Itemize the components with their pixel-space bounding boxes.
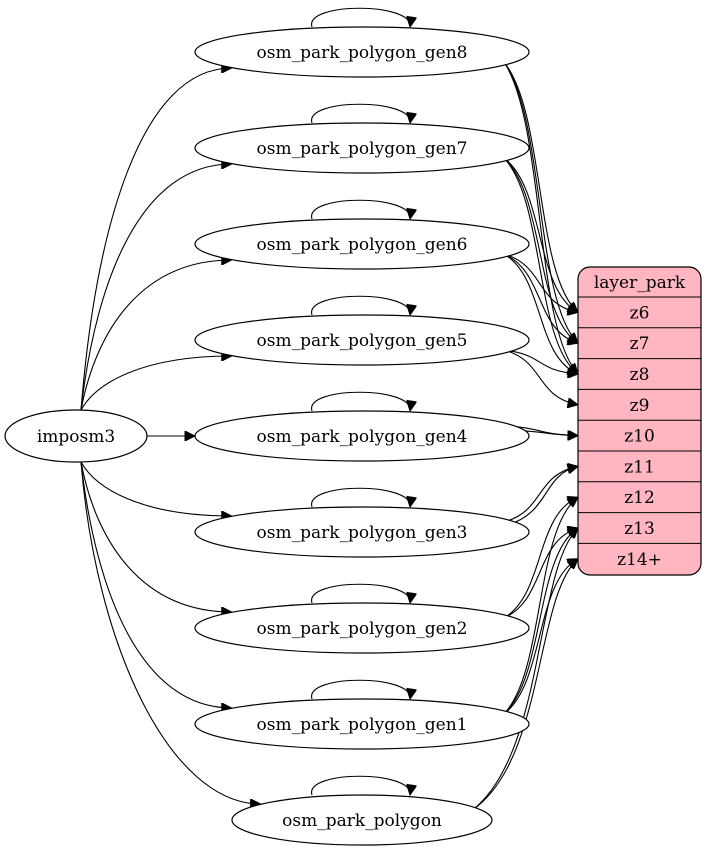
table-node-gen7[interactable]: osm_park_polygon_gen7 bbox=[194, 122, 530, 174]
source-node-label: imposm3 bbox=[37, 427, 115, 447]
layer-field-z8[interactable]: z8 bbox=[630, 365, 650, 385]
layer-field-z7[interactable]: z7 bbox=[630, 334, 650, 354]
table-node-label: osm_park_polygon_gen5 bbox=[257, 331, 468, 351]
self-loop-gen5 bbox=[311, 295, 411, 315]
layer-edges bbox=[472, 61, 579, 811]
edge-gen7-to-z6 bbox=[503, 157, 578, 312]
edge-gen2-to-z12 bbox=[503, 497, 578, 619]
self-loop-gen6 bbox=[311, 199, 411, 219]
table-nodes: osm_park_polygon_gen8 osm_park_polygon_g… bbox=[194, 26, 530, 846]
edge-gen5-to-z9 bbox=[503, 349, 578, 405]
edge-imposm3-to-gen5 bbox=[80, 356, 232, 411]
edge-gen8-to-z8 bbox=[503, 61, 578, 374]
table-node-shape bbox=[194, 26, 530, 78]
edge-base-to-z14plus bbox=[472, 559, 579, 811]
table-node-shape bbox=[194, 122, 530, 174]
table-node-shape bbox=[194, 314, 530, 366]
self-loop-gen1 bbox=[311, 679, 411, 699]
edge-imposm3-to-gen8 bbox=[80, 68, 232, 411]
self-loop-base bbox=[311, 775, 411, 795]
self-loop-gen4 bbox=[311, 391, 411, 411]
edge-gen3-to-z11 bbox=[503, 466, 578, 527]
layer-title: layer_park bbox=[594, 273, 686, 293]
edge-gen1-to-z12 bbox=[503, 497, 578, 715]
source-node-shape bbox=[4, 409, 148, 463]
layer-field-z12[interactable]: z12 bbox=[624, 488, 655, 508]
layer-field-z14plus[interactable]: z14+ bbox=[617, 550, 662, 570]
table-node-shape bbox=[194, 218, 530, 270]
source-edges bbox=[80, 68, 261, 804]
edge-gen6-to-z7 bbox=[503, 253, 578, 343]
edge-imposm3-to-gen6 bbox=[80, 260, 232, 411]
self-loop-gen2 bbox=[311, 583, 411, 603]
table-node-label: osm_park_polygon_gen4 bbox=[257, 427, 468, 447]
edge-gen6-to-z6 bbox=[503, 253, 578, 312]
table-node-gen3[interactable]: osm_park_polygon_gen3 bbox=[194, 506, 530, 558]
layer-field-z13[interactable]: z13 bbox=[624, 519, 655, 539]
layer-field-z10[interactable]: z10 bbox=[624, 427, 655, 447]
table-node-label: osm_park_polygon bbox=[282, 811, 442, 831]
table-node-label: osm_park_polygon_gen6 bbox=[257, 235, 468, 255]
edge-gen8-to-z7 bbox=[503, 61, 578, 343]
edge-gen5-to-z8 bbox=[503, 349, 578, 374]
self-loop-edges bbox=[311, 7, 411, 795]
source-node-imposm3[interactable]: imposm3 bbox=[4, 409, 148, 463]
table-node-shape bbox=[194, 698, 530, 750]
layer-field-z11[interactable]: z11 bbox=[624, 457, 655, 477]
table-node-gen5[interactable]: osm_park_polygon_gen5 bbox=[194, 314, 530, 366]
table-node-label: osm_park_polygon_gen1 bbox=[257, 715, 468, 735]
self-loop-gen8 bbox=[311, 7, 411, 27]
table-node-shape bbox=[194, 602, 530, 654]
table-node-gen6[interactable]: osm_park_polygon_gen6 bbox=[194, 218, 530, 270]
edge-gen3-to-z11 bbox=[503, 466, 578, 523]
table-node-label: osm_park_polygon_gen8 bbox=[257, 43, 468, 63]
table-node-gen8[interactable]: osm_park_polygon_gen8 bbox=[194, 26, 530, 78]
edge-gen8-to-z6 bbox=[503, 61, 578, 312]
layer-park-record[interactable]: layer_park z6 z7 z8 z9 z10 z11 z12 z13 z14+ bbox=[577, 266, 702, 576]
edge-gen1-to-z14plus bbox=[503, 559, 578, 715]
edge-gen6-to-z8 bbox=[503, 253, 578, 374]
table-node-label: osm_park_polygon_gen3 bbox=[257, 523, 468, 543]
edge-base-to-z13 bbox=[472, 528, 579, 811]
edge-imposm3-to-gen7 bbox=[80, 164, 232, 411]
layer-record-frame bbox=[577, 266, 702, 576]
table-node-base[interactable]: osm_park_polygon bbox=[231, 794, 493, 846]
table-node-shape bbox=[194, 410, 530, 462]
edge-imposm3-to-gen2 bbox=[80, 461, 232, 612]
table-node-gen1[interactable]: osm_park_polygon_gen1 bbox=[194, 698, 530, 750]
table-node-shape bbox=[231, 794, 493, 846]
edge-imposm3-to-gen1 bbox=[80, 461, 232, 708]
table-node-label: osm_park_polygon_gen7 bbox=[257, 139, 468, 159]
layer-field-z9[interactable]: z9 bbox=[630, 396, 650, 416]
edge-imposm3-to-gen3 bbox=[80, 461, 232, 516]
edge-gen1-to-z13 bbox=[503, 528, 578, 715]
self-loop-gen3 bbox=[311, 487, 411, 507]
table-node-gen4[interactable]: osm_park_polygon_gen4 bbox=[194, 410, 530, 462]
edge-gen2-to-z13 bbox=[503, 528, 578, 619]
self-loop-gen7 bbox=[311, 103, 411, 123]
edge-gen7-to-z8 bbox=[503, 157, 578, 374]
table-node-gen2[interactable]: osm_park_polygon_gen2 bbox=[194, 602, 530, 654]
layer-field-z6[interactable]: z6 bbox=[630, 303, 650, 323]
table-node-label: osm_park_polygon_gen2 bbox=[257, 619, 468, 639]
edge-imposm3-to-base bbox=[80, 461, 261, 804]
table-node-shape bbox=[194, 506, 530, 558]
edge-gen7-to-z7 bbox=[503, 157, 578, 343]
